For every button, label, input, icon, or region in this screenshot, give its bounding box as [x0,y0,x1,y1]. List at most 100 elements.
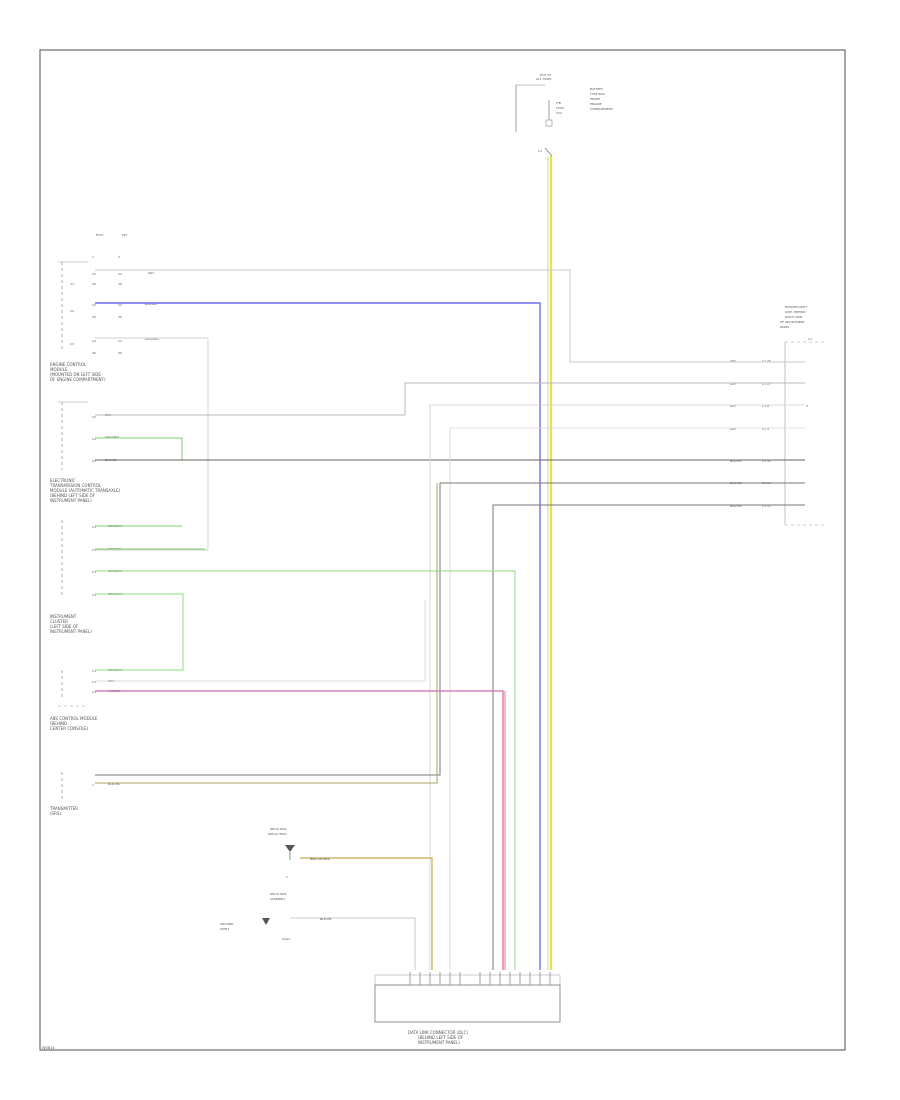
wires [95,156,805,970]
rm-wire-5: BLK/YEL [730,459,742,463]
top-label-line1: HOT AT [540,73,551,77]
rm-wire-1: GRY [730,359,736,363]
svg-text:C2: C2 [92,272,96,276]
wire-green-4 [95,570,516,970]
abs-control-module: ABS CONTROL MODULE (BEHIND CENTER CONSOL… [50,705,98,731]
right-module: BCM/SECURITY UNIT, BEHIND RIGHT SIDE OF … [730,305,825,526]
ground-upper-2: (RELAY BOX) [268,832,287,836]
wire-black-1 [95,482,805,776]
wire-magenta [95,690,504,970]
svg-text:1: 1 [92,255,94,259]
right-module-pin: C1 [808,337,812,341]
svg-text:40: 40 [92,351,96,355]
column-label-left: ETTC [96,233,103,237]
svg-text:1: 1 [92,783,94,787]
wire-green-5 [95,593,184,671]
dlc-name-3: INSTRUMENT PANEL) [418,1040,460,1045]
ground-triangle-icon [285,845,295,852]
ground-point-icon [262,918,270,925]
wire-cluster-gray [95,600,426,682]
cluster-name-1: INSTRUMENT [50,614,77,619]
ecm-name-3: (MOUNTED ON LEFT SIDE [50,372,101,377]
svg-text:C3: C3 [92,570,96,574]
svg-text:C2: C2 [118,339,122,343]
ground-pin: G101 [282,937,290,941]
top-label-line2: ALL TIMES [536,77,552,81]
rm-wire-4: GRY [730,427,736,431]
svg-text:C2: C2 [92,339,96,343]
tcm-name-1: ELECTRONIC [50,478,76,483]
svg-text:C1 27: C1 27 [762,382,771,386]
wire-tcm-1 [95,382,805,416]
right-module-name-5: PANEL [780,325,790,329]
cluster-name-4: INSTRUMENT PANEL) [50,629,92,634]
fuse-box-line5: COMPARTMENT [590,107,613,111]
ecm-name-1: ENGINE CONTROL [50,362,87,367]
svg-text:3: 3 [806,404,808,408]
svg-text:C2: C2 [92,437,96,441]
ground-left-1: GROUND [220,922,234,926]
fuse-box-line3: INSIDE [590,97,600,101]
ground-wire-2: BLK/YEL [320,917,332,921]
tcm-wire-2: GRY/ORN [105,435,119,439]
svg-text:C1: C1 [92,690,96,694]
svg-text:39: 39 [92,315,96,319]
wire-ground-gray [290,917,416,970]
abs-name-2: (BEHIND [50,721,67,726]
wire-tcm-green-1 [95,437,183,460]
svg-text:2: 2 [118,255,120,259]
dlc-name-2: (BEHIND LEFT SIDE OF [418,1035,464,1040]
abs-name-3: CENTER CONSOLE) [50,726,89,731]
ground-lower-2: ASSEMBLY [270,897,286,901]
wire-olive [95,483,438,784]
svg-text:C2: C2 [92,415,96,419]
ecm-name-2: MODULE [50,367,68,372]
rm-wire-7: BLK/YEL [730,504,742,508]
svg-text:C3: C3 [92,548,96,552]
ground-upper-1: RELAY BOX [270,827,287,831]
fuse-label-1: F/B [556,101,561,105]
transmission-control-module: C2 C2 C2 ELECTRONIC TRANSMISSION CONTROL… [49,401,122,597]
svg-text:40: 40 [118,351,122,355]
svg-text:39: 39 [118,315,122,319]
wire-black-2 [492,504,805,970]
svg-text:C2: C2 [92,459,96,463]
top-pin-label: C1 [538,149,542,153]
svg-text:36: 36 [92,282,96,286]
tcm-name-5: INSTRUMENT PANEL) [50,498,92,503]
svg-text:C1: C1 [92,680,96,684]
ground-wire-1: BRN GRY/BLK [310,857,331,861]
svg-text:C1 9: C1 9 [762,427,769,431]
wire-gray-3 [429,404,805,970]
wire-ecm-3 [95,337,209,551]
diagram-frame [39,49,846,1051]
abs-name-1: ABS CONTROL MODULE [50,716,98,721]
tcm-name-3: MODULE (AUTOMATIC TRANSAXLE) [50,488,121,493]
ecm-name-4: OF ENGINE COMPARTMENT) [50,377,106,382]
wire-blue [95,302,541,970]
rm-wire-2: GRY [730,382,736,386]
wire-ground-brown [300,857,433,970]
tcm-name-2: TRANSMISSION CONTROL [49,483,102,488]
svg-text:C3: C3 [92,593,96,597]
fuse-label-2: FUSE [556,106,564,110]
ecm-wire-1: GRY [148,271,154,275]
cluster-name-3: (LEFT SIDE OF [50,624,79,629]
svg-text:C1 26: C1 26 [762,359,771,363]
dlc-name-1: DATA LINK CONNECTOR (DLC) [408,1030,468,1035]
transmitter-name-1: TRANSMITTER [49,806,78,811]
ground-left-2: POINT [220,927,229,931]
fuse-label-3: 15A [556,111,563,115]
svg-text:36: 36 [118,282,122,286]
ecm-wire-3: GRY/ORG [145,337,160,341]
svg-text:1: 1 [286,875,288,879]
right-module-name-4: OF INSTRUMENT [780,320,805,324]
svg-text:C1 11: C1 11 [762,504,771,508]
wire-ecm-1 [95,269,805,363]
top-fuse-connector: HOT AT ALL TIMES BATTERY FUSE BOX INSIDE… [515,73,613,157]
svg-text:C3: C3 [92,525,96,529]
right-module-name-1: BCM/SECURITY [785,305,808,309]
